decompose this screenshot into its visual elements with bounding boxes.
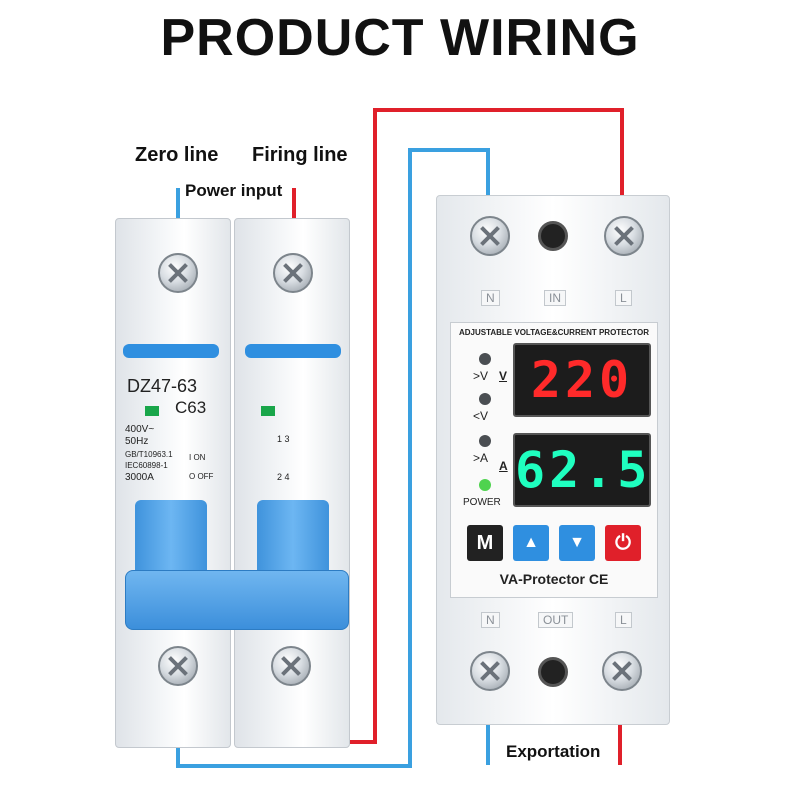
- protector-brand: VA-Protector CE: [499, 571, 609, 587]
- mode-button[interactable]: M: [467, 525, 503, 561]
- breaker-screw-top-right[interactable]: [273, 253, 313, 293]
- protector-reset-knob-bottom[interactable]: [538, 657, 568, 687]
- breaker-capacity: 3000A: [125, 472, 154, 483]
- over-voltage-label: >V: [473, 369, 489, 383]
- exportation-label: Exportation: [506, 742, 601, 761]
- breaker-terminals-top: 1 3: [277, 434, 290, 444]
- protector-terminal-n-top: N: [481, 290, 500, 306]
- power-led: [479, 479, 491, 491]
- protector-terminal-in: IN: [544, 290, 566, 306]
- breaker-terminals-bottom: 2 4: [277, 472, 290, 482]
- over-voltage-led: [479, 353, 491, 365]
- voltage-display: 220: [513, 343, 651, 417]
- breaker-blue-band-left: [123, 344, 219, 358]
- power-input-label: Power input: [185, 181, 283, 200]
- breaker-screw-bottom-left[interactable]: [158, 646, 198, 686]
- protector-screw-n-in[interactable]: [470, 216, 510, 256]
- breaker-voltage: 400V~: [125, 424, 155, 435]
- breaker-screw-bottom-right[interactable]: [271, 646, 311, 686]
- under-voltage-led: [479, 393, 491, 405]
- voltage-unit: V: [499, 369, 508, 383]
- protector-terminal-l-top: L: [615, 290, 632, 306]
- breaker-standard-2: IEC60898-1: [125, 461, 168, 470]
- power-label: POWER: [463, 497, 501, 508]
- breaker-toggle-bar[interactable]: [125, 570, 349, 630]
- breaker-screw-top-left[interactable]: [158, 253, 198, 293]
- neutral-link-wire: [176, 148, 490, 768]
- breaker-off-label: O OFF: [189, 472, 214, 481]
- up-button[interactable]: ▲: [513, 525, 549, 561]
- circuit-breaker: DZ47-63 C63 400V~ 50Hz GB/T10963.1 IEC60…: [115, 218, 350, 748]
- protector-terminal-out: OUT: [538, 612, 574, 628]
- breaker-status-indicator-left: [145, 406, 159, 416]
- protector-reset-knob-top[interactable]: [538, 221, 568, 251]
- protector-terminal-n-bottom: N: [481, 612, 500, 628]
- breaker-on-label: I ON: [189, 453, 206, 462]
- firing-line-label: Firing line: [252, 144, 348, 166]
- down-button[interactable]: ▼: [559, 525, 595, 561]
- protector-terminal-l-bottom: L: [615, 612, 632, 628]
- protector-screw-l-in[interactable]: [604, 216, 644, 256]
- breaker-blue-band-right: [245, 344, 341, 358]
- over-current-label: >A: [473, 451, 489, 465]
- protector-screw-l-out[interactable]: [602, 651, 642, 691]
- current-unit: A: [499, 459, 508, 473]
- power-button[interactable]: ⏻: [605, 525, 641, 561]
- page-title: PRODUCT WIRING: [160, 9, 640, 67]
- under-voltage-label: <V: [473, 409, 489, 423]
- breaker-rating: C63: [175, 398, 207, 417]
- zero-line-label: Zero line: [135, 144, 219, 166]
- current-display: 62.5: [513, 433, 651, 507]
- breaker-status-indicator-right: [261, 406, 275, 416]
- breaker-model: DZ47-63: [127, 376, 198, 396]
- over-current-led: [479, 435, 491, 447]
- protector-front-panel: ADJUSTABLE VOLTAGE&CURRENT PROTECTOR >V …: [450, 322, 658, 598]
- protector-screw-n-out[interactable]: [470, 651, 510, 691]
- breaker-standard-1: GB/T10963.1: [125, 450, 173, 459]
- protector-header: ADJUSTABLE VOLTAGE&CURRENT PROTECTOR: [458, 328, 650, 337]
- breaker-frequency: 50Hz: [125, 436, 149, 447]
